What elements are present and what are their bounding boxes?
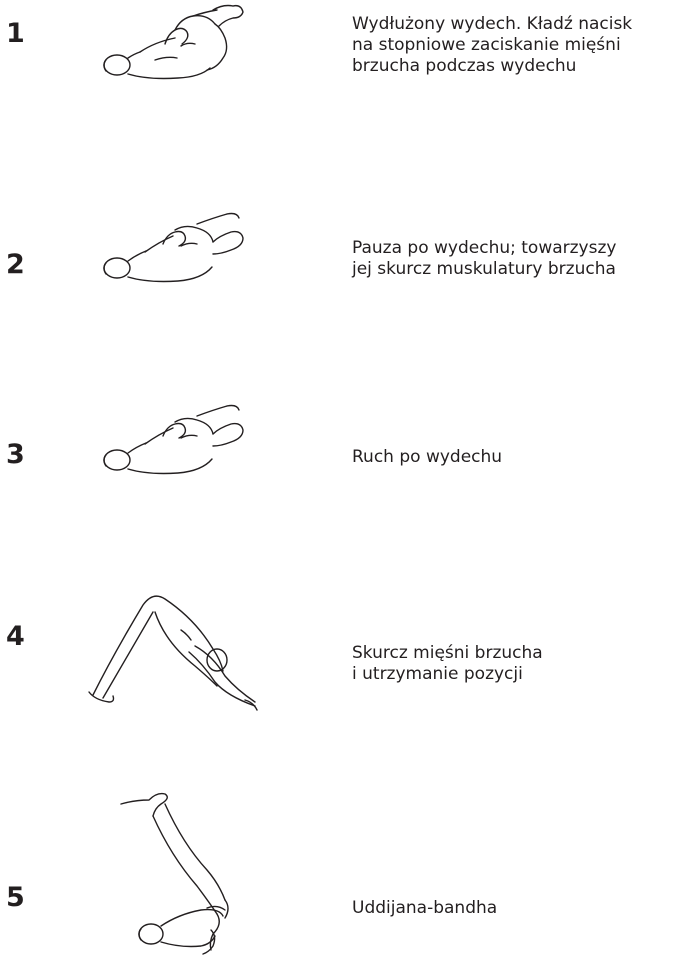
step-number: 3 [6, 441, 25, 468]
step-description: Ruch po wydechu [352, 447, 697, 468]
step-number: 2 [6, 251, 25, 278]
step-number: 5 [6, 884, 25, 911]
downward-dog-figure [85, 590, 265, 710]
shoulder-stand-figure [115, 790, 235, 958]
step-description: Wydłużony wydech. Kładź nacisk na stopni… [352, 14, 697, 77]
step-number: 1 [6, 20, 25, 47]
step-number: 4 [6, 623, 25, 650]
lying-knees-to-chest-figure [95, 404, 255, 484]
lying-knees-to-chest-figure [95, 210, 255, 290]
step-description: Uddijana-bandha [352, 898, 697, 919]
lying-knees-to-chest-figure [95, 0, 255, 90]
step-description: Skurcz mięśni brzucha i utrzymanie pozyc… [352, 643, 697, 685]
step-description: Pauza po wydechu; towarzyszy jej skurcz … [352, 238, 697, 280]
